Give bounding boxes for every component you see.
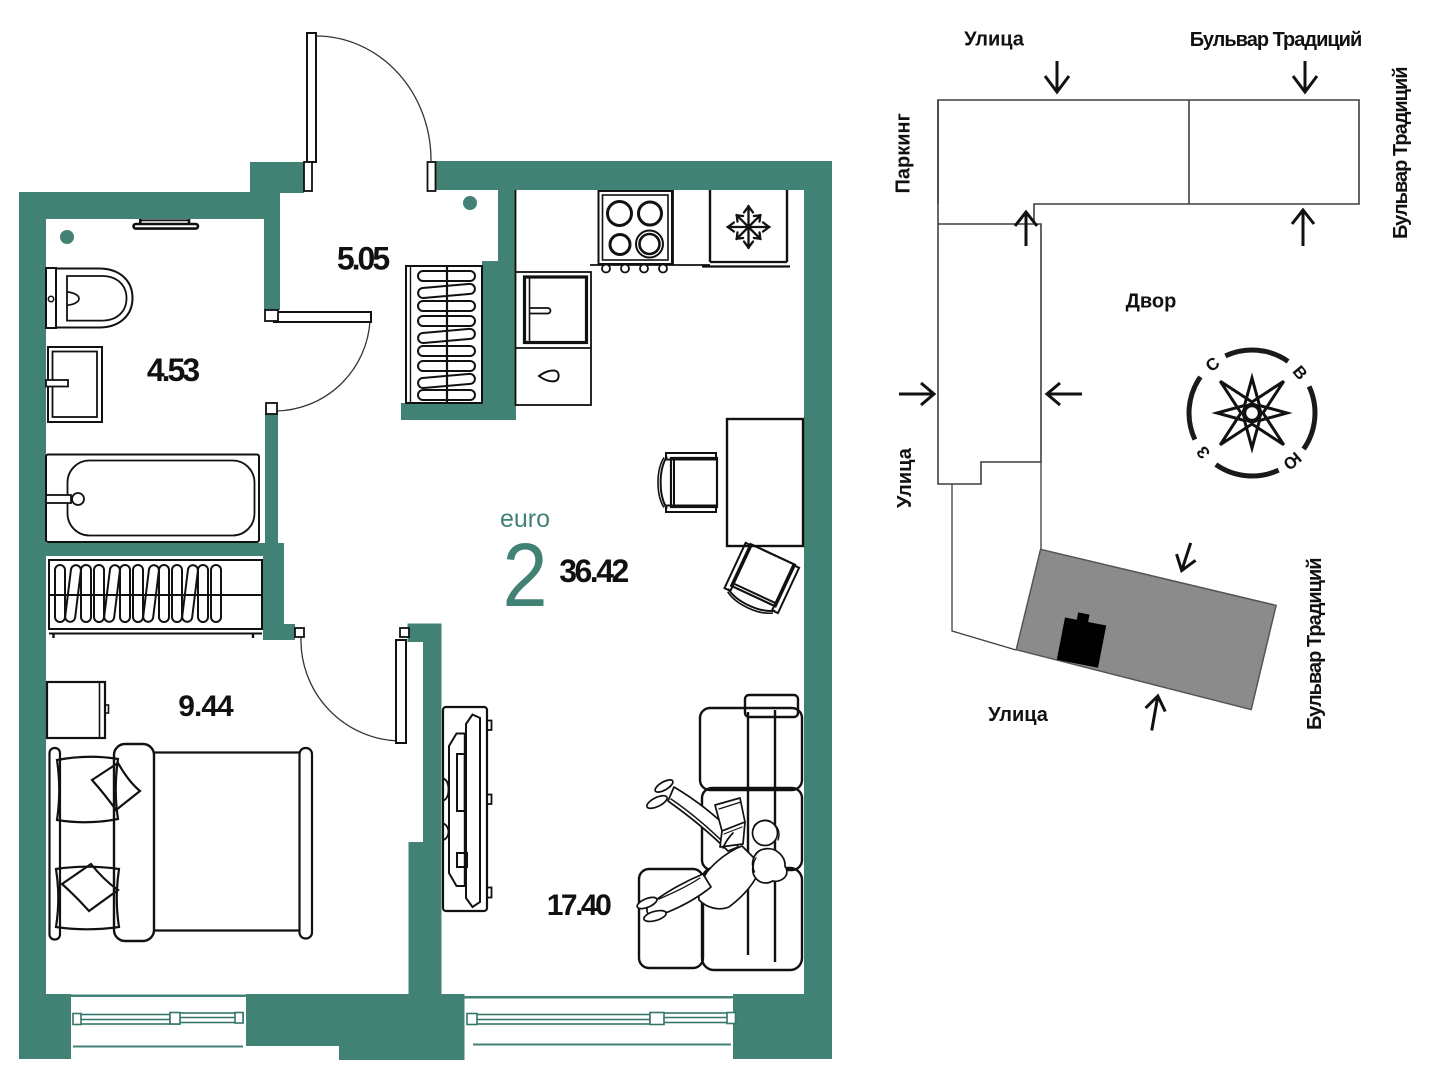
- svg-text:5.05: 5.05: [337, 241, 389, 277]
- svg-text:Бульвар Традиций: Бульвар Традиций: [1304, 558, 1326, 730]
- svg-text:Улица: Улица: [894, 447, 916, 508]
- svg-text:З: З: [1193, 442, 1214, 462]
- svg-text:С: С: [1202, 353, 1224, 375]
- svg-text:9.44: 9.44: [178, 690, 234, 723]
- svg-text:2: 2: [502, 525, 547, 626]
- svg-text:Паркинг: Паркинг: [893, 113, 915, 193]
- svg-text:Ю: Ю: [1279, 448, 1305, 474]
- svg-text:Бульвар Традиций: Бульвар Традиций: [1390, 67, 1412, 239]
- svg-text:Улица: Улица: [988, 704, 1049, 726]
- svg-text:euro: euro: [500, 505, 550, 533]
- svg-text:17.40: 17.40: [547, 889, 611, 922]
- svg-text:Бульвар Традиций: Бульвар Традиций: [1190, 29, 1362, 51]
- svg-text:Двор: Двор: [1126, 291, 1177, 313]
- svg-text:4.53: 4.53: [147, 352, 199, 388]
- svg-text:В: В: [1289, 362, 1311, 384]
- svg-text:Улица: Улица: [964, 29, 1025, 51]
- svg-text:36.42: 36.42: [559, 553, 628, 589]
